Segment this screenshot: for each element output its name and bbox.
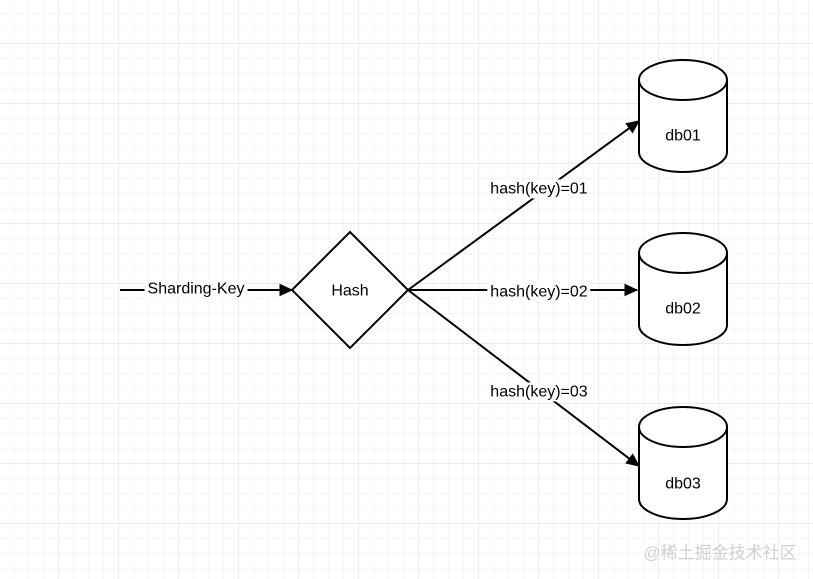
db02-label: db02	[665, 300, 701, 318]
db03-cylinder	[638, 406, 728, 520]
edge-label-hash-key-01: hash(key)=01	[487, 179, 591, 199]
db03-label: db03	[665, 475, 701, 493]
watermark-text: @稀土掘金技术社区	[643, 543, 797, 563]
db01-label: db01	[665, 127, 701, 145]
edge-hash-to-db01	[407, 120, 640, 291]
db02-cylinder	[638, 232, 728, 346]
hash-node-label: Hash	[331, 282, 369, 300]
edge-label-hash-key-03: hash(key)=03	[487, 382, 591, 402]
edge-hash-to-db03	[407, 289, 640, 467]
sharding-key-label: Sharding-Key	[144, 279, 248, 299]
edge-label-hash-key-02: hash(key)=02	[487, 282, 591, 302]
hash-diamond	[290, 230, 410, 350]
db01-cylinder	[638, 59, 728, 173]
